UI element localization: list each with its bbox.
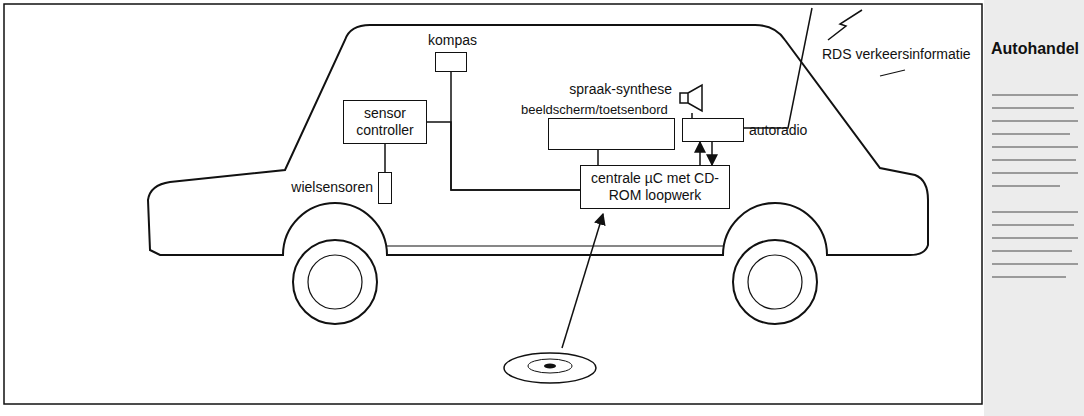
processor-box: centrale µC met CD-ROM loopwerk	[580, 165, 730, 209]
disc-arrow	[562, 214, 603, 348]
display-box: beeldscherm/toetsenbord	[548, 118, 675, 150]
antenna	[744, 8, 812, 128]
connector-wire	[597, 150, 599, 165]
rds-label: RDS verkeersinformatie	[822, 46, 971, 62]
cd-rom-disc	[504, 353, 596, 383]
radio-wave-symbol	[828, 10, 862, 40]
connector-wire	[699, 142, 701, 165]
node-label: beeldscherm/toetsenbord	[521, 101, 668, 118]
node-label: wielsensoren	[291, 179, 373, 196]
node-label: sensor controller	[351, 105, 419, 139]
text-lines	[992, 95, 1078, 277]
page-column	[984, 0, 1084, 416]
connector-wire	[384, 144, 386, 172]
controller-box: sensor controller	[343, 100, 427, 144]
sill-line	[387, 245, 723, 246]
page-heading: Autohandel	[991, 40, 1079, 58]
figure-frame	[4, 4, 982, 404]
node-label: autoradio	[749, 122, 807, 139]
car-body	[148, 25, 928, 255]
node-label: centrale µC met CD-ROM loopwerk	[588, 170, 722, 204]
radio-box: autoradio	[682, 118, 744, 142]
wheels	[293, 240, 817, 324]
speaker: spraak-synthese	[678, 83, 706, 113]
speaker-symbol	[678, 83, 706, 113]
node-label: spraak-synthese	[569, 81, 672, 98]
wheel-sensor: wielsensoren	[378, 172, 392, 204]
connector-wire	[711, 142, 713, 165]
wave-dash	[880, 70, 905, 76]
node-label: kompas	[428, 32, 477, 49]
compass-box: kompas	[435, 52, 467, 72]
